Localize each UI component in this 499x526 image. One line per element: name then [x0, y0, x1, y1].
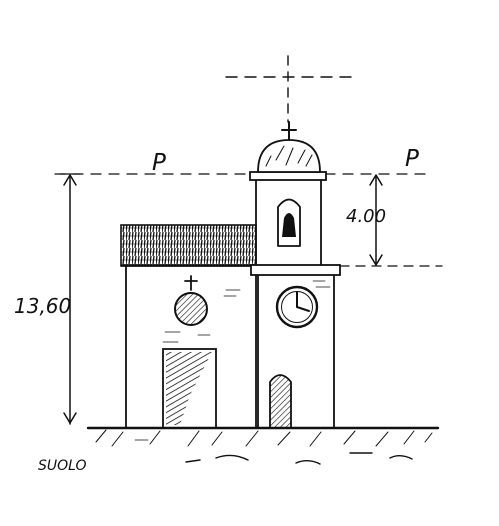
- clock-icon: [275, 285, 319, 329]
- dimension-line-tower-height: [369, 174, 383, 266]
- nave-roof-tiles: [120, 224, 257, 266]
- bell-icon: [282, 213, 296, 237]
- belfry-opening: [277, 198, 301, 247]
- dimension-line-total-height: [59, 173, 81, 425]
- axis-cross-marker: [225, 55, 356, 123]
- ground-line: [86, 426, 440, 465]
- rose-window: [174, 292, 208, 326]
- tower-dome: [257, 139, 321, 173]
- dimension-label-total-height: 13,60: [14, 294, 71, 318]
- ground-label: SUOLO: [38, 458, 87, 474]
- plane-label-left: P: [152, 150, 166, 176]
- tower-door: [269, 374, 292, 429]
- dimension-label-tower-height: 4.00: [346, 206, 386, 227]
- church-nave: [120, 224, 257, 441]
- plane-label-right: P: [405, 146, 419, 172]
- bell-tower: [249, 121, 341, 429]
